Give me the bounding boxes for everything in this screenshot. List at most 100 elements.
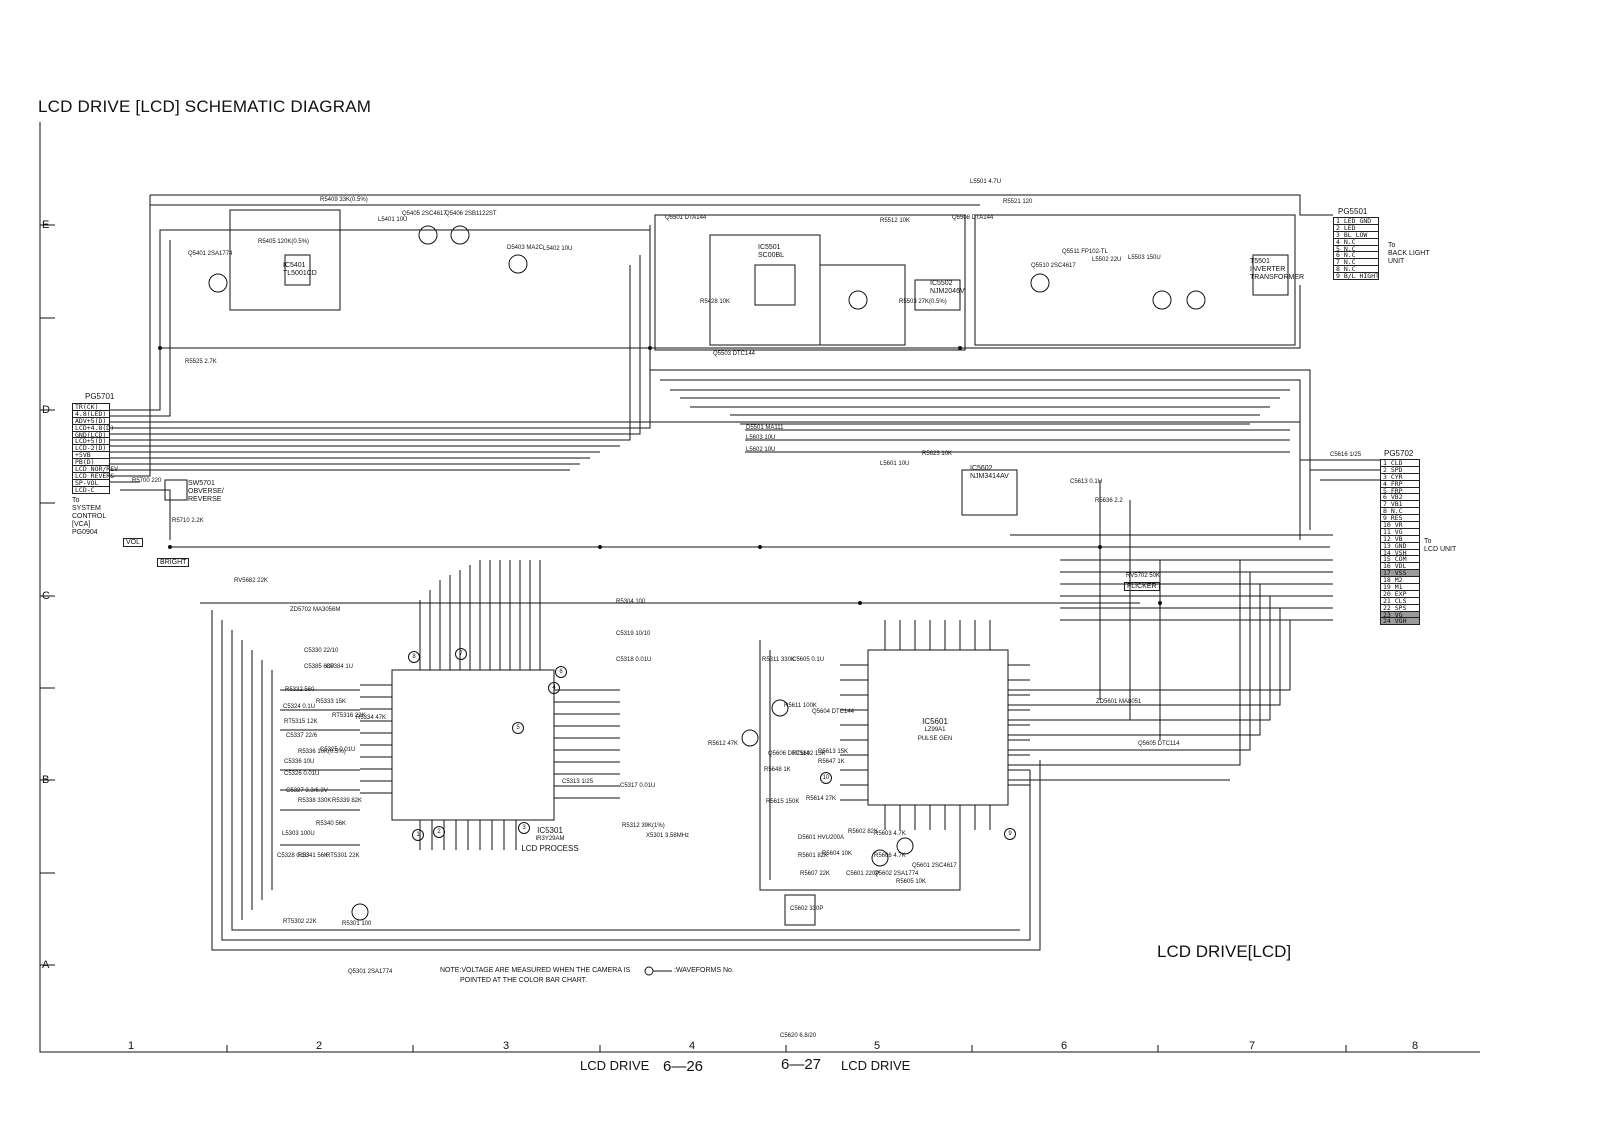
- ic5301-label: IC5301 IR3Y29AM LCD PROCESS: [515, 826, 585, 853]
- component-label: C5328 0.1U: [277, 853, 310, 859]
- pg5701-connector: TR(CK)4.8(LED)ADV+5(D)LCD+4.8(D)GND(LCD)…: [72, 403, 118, 494]
- component-label: R5512 10K: [880, 218, 911, 224]
- ic5502-label: IC5502 NJM2046V: [930, 280, 965, 296]
- component-label: R5604 10K: [822, 851, 853, 857]
- pg5702-pin: 19 M1: [1380, 584, 1420, 591]
- pg5701-destination-line: CONTROL: [72, 513, 107, 520]
- component-label: R5601 82K: [798, 853, 829, 859]
- pg5701-pin: LCD NOR/REV: [72, 466, 118, 473]
- ic5401-ref: IC5401: [283, 262, 306, 269]
- pg5702-pin: 10 VR: [1380, 522, 1420, 529]
- pg5701-pin: ADV+5(D): [72, 417, 110, 425]
- pg5701-pin: TR(CK): [72, 403, 110, 411]
- waveform-marker-symbol: [644, 966, 672, 976]
- footer-right-page: 6—27: [781, 1056, 822, 1073]
- component-label: R5611 100K: [784, 703, 817, 709]
- column-label: 8: [1412, 1040, 1419, 1052]
- component-label: RT5602 15K: [792, 751, 826, 757]
- pg5702-pin: 11 VG: [1380, 529, 1420, 536]
- pg5701-pin: LCD+4.8(D): [72, 424, 114, 432]
- pg5501-destination-line: BACK LIGHT: [1388, 250, 1430, 257]
- component-label: Q5503 DTC144: [713, 351, 756, 357]
- waveform-marker: 8: [408, 651, 420, 663]
- pg5701-destination-line: SYSTEM: [72, 505, 101, 512]
- component-label: Q5405 2SC4617: [402, 211, 447, 217]
- column-label: 3: [503, 1040, 510, 1052]
- component-label: Q5501 DTA144: [665, 215, 707, 221]
- component-label: R5606 4.7K: [874, 853, 906, 859]
- component-label: R5312 39K(1%): [622, 823, 665, 829]
- pg5702-pin: 22 SPS: [1380, 604, 1420, 612]
- component-label: R5525 2.7K: [185, 359, 217, 365]
- pg5702-pin: 9 RES: [1380, 515, 1420, 523]
- component-label: ZD5702 MA3056M: [290, 607, 341, 613]
- row-label-e: E: [42, 219, 50, 231]
- component-label: R5301 100: [342, 921, 372, 927]
- component-label: C5330 22/10: [304, 648, 339, 654]
- pg5501-pin: 3 BL LOW: [1333, 231, 1379, 239]
- component-label: Q5508 DTA144: [952, 215, 994, 221]
- pg5702-pin: 20 EXP: [1380, 591, 1420, 598]
- pg5702-destination-line: LCD UNIT: [1424, 546, 1457, 553]
- waveform-marker: 4: [548, 682, 560, 694]
- ic5602-ref: IC5602: [970, 465, 993, 472]
- component-label: R5428 10K: [700, 299, 731, 305]
- row-label-b: B: [42, 774, 50, 786]
- component-label: C5384 1U: [326, 664, 354, 670]
- component-label: R5340 56K: [316, 821, 347, 827]
- ic5502-ref: IC5502: [930, 280, 953, 287]
- component-label: C5385 68P: [304, 664, 335, 670]
- component-label: D5501 MA111: [746, 425, 784, 431]
- pg5501-pin: 8 N.C: [1333, 266, 1379, 274]
- pg5701-pin: SP-VOL: [72, 479, 110, 487]
- component-label: R5710 2.2K: [172, 518, 204, 524]
- component-label: RT5302 22K: [283, 919, 317, 925]
- component-label: Q5511 FP102-TL: [1062, 249, 1108, 255]
- component-label: C5318 0.01U: [616, 657, 652, 663]
- component-label: R5636 2.2: [1095, 498, 1123, 504]
- waveform-marker: 1: [412, 829, 424, 841]
- pg5702-pin: 21 CLS: [1380, 597, 1420, 605]
- pg5501-destination-line: UNIT: [1388, 258, 1405, 265]
- component-label: R5602 82K: [848, 829, 879, 835]
- component-label: L5402 10U: [543, 246, 573, 252]
- ic5501-ref: IC5501: [758, 244, 781, 251]
- waveform-marker: 10: [820, 772, 832, 784]
- component-label: C5336 10U: [284, 759, 315, 765]
- component-label: L5601 10U: [880, 461, 910, 467]
- component-label: D5403 MA2C: [507, 245, 544, 251]
- pg5501-pin: 4 N.C: [1333, 238, 1379, 246]
- column-label: 5: [874, 1040, 881, 1052]
- pg5702-title: PG5702: [1384, 449, 1414, 458]
- footer-left-page: 6—26: [663, 1058, 704, 1075]
- pg5702-pin: 6 VB2: [1380, 494, 1420, 502]
- pg5501-pin: 6 N.C: [1333, 252, 1379, 260]
- component-label: Q5301 2SA1774: [348, 969, 393, 975]
- pg5701-destination-line: To: [72, 497, 80, 504]
- component-label: RV5682 22K: [234, 578, 268, 584]
- ic5301-function: LCD PROCESS: [521, 844, 579, 853]
- component-label: L5603 10U: [746, 435, 776, 441]
- component-label: C5613 0.1U: [1070, 479, 1103, 485]
- component-label: R5623 10K: [922, 451, 953, 457]
- footer-left-text: LCD DRIVE: [580, 1058, 650, 1073]
- component-label: L5602 10U: [746, 447, 776, 453]
- component-label: R5700 220: [132, 478, 162, 484]
- waveform-marker: 5: [512, 722, 524, 734]
- bright-control-label: BRIGHT: [157, 558, 190, 567]
- column-label: 7: [1249, 1040, 1256, 1052]
- component-label: Q5602 2SA1774: [874, 871, 919, 877]
- pg5702-pin: 18 M2: [1380, 577, 1420, 585]
- ic5601-label: IC5601 LZ99A1 PULSE GEN: [900, 717, 970, 744]
- component-label: R5304 100: [616, 599, 646, 605]
- note-line-2: POINTED AT THE COLOR BAR CHART.: [460, 977, 588, 984]
- pg5702-pin: 3 CYR: [1380, 473, 1420, 481]
- pg5701-pin: LCD-C: [72, 486, 110, 494]
- component-label: ZD5601 MA8051: [1096, 699, 1142, 705]
- component-label: R5334 47K: [356, 715, 387, 721]
- component-label: C5601 220P: [846, 871, 880, 877]
- pg5701-destination-line: PG0904: [72, 529, 98, 536]
- measurement-note: NOTE:VOLTAGE ARE MEASURED WHEN THE CAMER…: [440, 966, 630, 986]
- ic5502-part: NJM2046V: [930, 288, 965, 295]
- pg5501-pin: 5 N.C: [1333, 245, 1379, 253]
